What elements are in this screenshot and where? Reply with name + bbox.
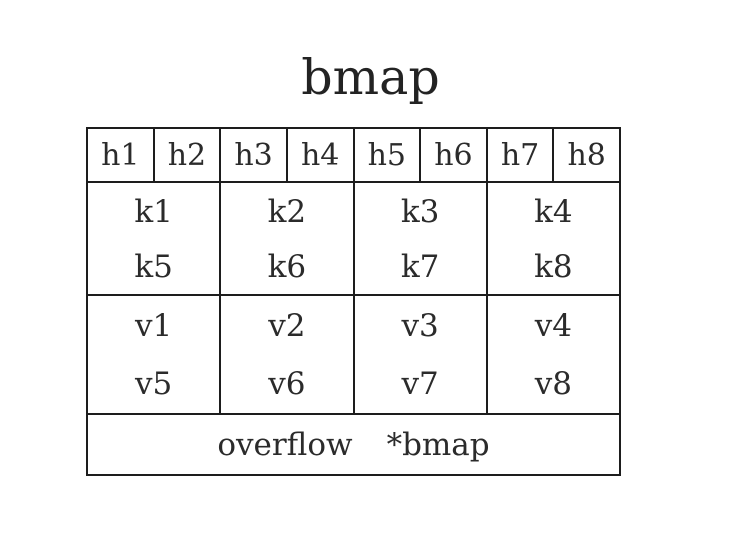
value-cell-v4: v4 (534, 307, 572, 344)
value-cell-v5: v5 (88, 355, 222, 413)
tophash-cell-h6: h6 (421, 129, 488, 181)
page-title: bmap (301, 49, 440, 106)
tophash-row: h1 h2 h3 h4 h5 h6 h7 h8 (88, 129, 619, 183)
overflow-label: overflow (217, 426, 353, 463)
overflow-row: overflow *bmap (88, 415, 619, 474)
value-cell-v3: v3 (355, 296, 488, 355)
key-cell-k5: k5 (88, 240, 222, 294)
tophash-cell-h3: h3 (221, 129, 288, 181)
tophash-cell-h1: h1 (88, 129, 155, 181)
value-cell-v1: v1 (88, 296, 222, 355)
key-cell-k8: k8 (534, 249, 573, 285)
tophash-cell-h2: h2 (155, 129, 222, 181)
values-row-top: v1 v2 v3 v4 (88, 296, 619, 355)
value-cell-v2: v2 (221, 296, 355, 355)
overflow-cell-content: overflow *bmap (88, 427, 619, 463)
overflow-cell: overflow *bmap (88, 415, 619, 474)
key-cell-k7: k7 (355, 240, 488, 294)
key-cell-k1: k1 (88, 183, 222, 240)
tophash-cell-h5: h5 (355, 129, 422, 181)
bmap-struct-table: h1 h2 h3 h4 h5 h6 h7 h8 k1 k2 k3 k4 k5 k… (86, 127, 621, 476)
key-cell-k6: k6 (221, 240, 355, 294)
keys-row-top: k1 k2 k3 k4 (88, 183, 619, 240)
key-cell-k2: k2 (221, 183, 355, 240)
tophash-cell-h8: h8 (567, 137, 606, 173)
overflow-pointer-type: *bmap (386, 426, 490, 463)
keys-row-bottom: k5 k6 k7 k8 (88, 240, 619, 296)
key-cell-k3: k3 (355, 183, 488, 240)
tophash-cell-h7: h7 (488, 129, 555, 181)
key-cell-k4: k4 (534, 193, 573, 230)
value-cell-v6: v6 (221, 355, 355, 413)
tophash-cell-h4: h4 (288, 129, 355, 181)
value-cell-v7: v7 (355, 355, 488, 413)
value-cell-v8: v8 (534, 366, 572, 402)
values-row-bottom: v5 v6 v7 v8 (88, 355, 619, 415)
